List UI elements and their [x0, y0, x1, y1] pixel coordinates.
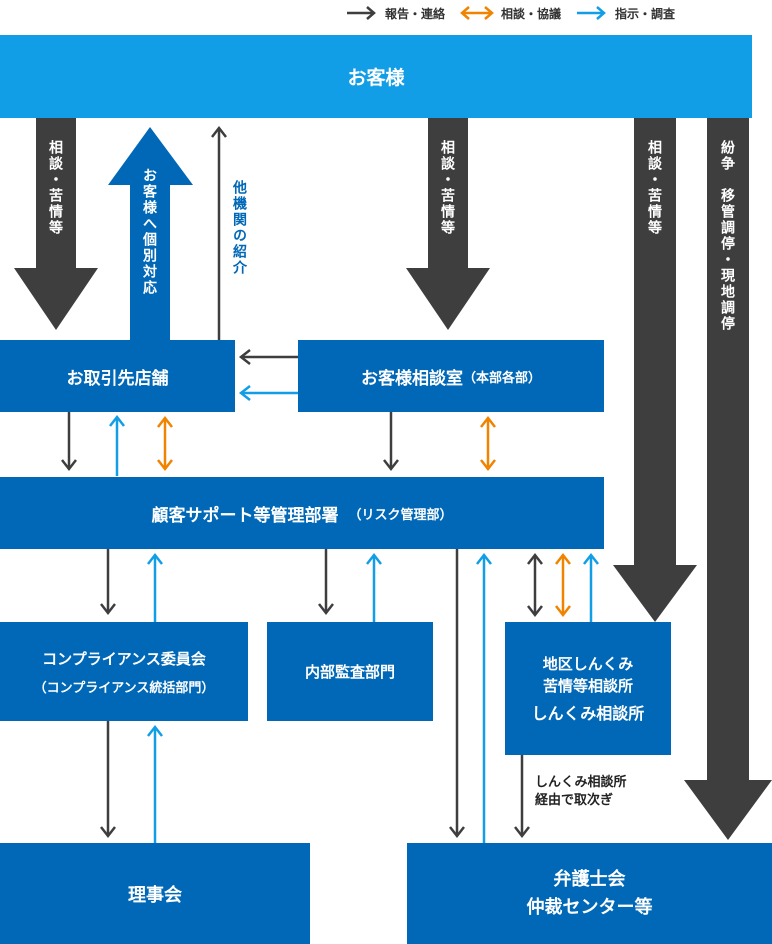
- legend-report: 報告・連絡: [345, 5, 445, 22]
- arrow-label-other: 他機関の紹介: [231, 180, 247, 276]
- support-dept-box: 顧客サポート等管理部署 （リスク管理部）: [0, 477, 604, 549]
- big-arrow-consult-1: [14, 118, 98, 330]
- bar-assoc-line-1: 弁護士会: [553, 868, 626, 890]
- via-shinkumi-line-2: 経由で取次ぎ: [535, 793, 614, 808]
- legend-instruct: 指示・調査: [575, 5, 675, 22]
- legend-report-label: 報告・連絡: [385, 6, 446, 21]
- orange-double-arrow-icon: [460, 6, 494, 20]
- compliance-label: コンプライアンス委員会: [42, 649, 206, 668]
- big-arrow-consult-2: [406, 118, 490, 330]
- board-label: 理事会: [128, 884, 182, 906]
- shinkumi-line-2: 苦情等相談所: [542, 676, 633, 695]
- arrow-other-head: [211, 125, 227, 138]
- shinkumi-line-1: 地区しんくみ: [542, 654, 634, 673]
- board-box: 理事会: [0, 843, 310, 944]
- audit-label: 内部監査部門: [304, 663, 395, 681]
- legend-consult-label: 相談・協議: [501, 6, 562, 21]
- light-blue-arrow-icon: [577, 6, 606, 20]
- compliance-sub: （コンプライアンス統括部門）: [33, 680, 215, 696]
- consult-room-box: お客様相談室 （本部各部）: [298, 340, 604, 412]
- branch-box: お取引先店舗: [0, 340, 235, 412]
- arrow-label-consult-2: 相談・苦情等: [439, 140, 455, 236]
- bar-assoc-line-2: 仲裁センター等: [526, 896, 653, 918]
- customer-box: お客様: [0, 35, 752, 118]
- legend: 報告・連絡 相談・協議 指示・調査: [345, 0, 689, 26]
- consult-room-label: お客様相談室: [360, 368, 463, 389]
- shinkumi-line-3: しんくみ相談所: [531, 703, 645, 723]
- legend-instruct-label: 指示・調査: [615, 6, 676, 21]
- big-arrow-individual: [108, 127, 193, 340]
- customer-label: お客様: [347, 67, 405, 89]
- via-shinkumi-note: しんくみ相談所 経由で取次ぎ: [535, 774, 627, 810]
- dark-arrow-icon: [347, 6, 376, 20]
- support-dept-sub: （リスク管理部）: [348, 507, 453, 523]
- arrow-label-individual: お客様へ個別対応: [141, 168, 157, 296]
- bar-assoc-box: 弁護士会 仲裁センター等: [407, 843, 772, 944]
- big-arrow-consult-3: [613, 118, 697, 622]
- arrow-label-consult-3: 相談・苦情等: [646, 140, 662, 236]
- arrow-label-consult-1: 相談・苦情等: [47, 140, 63, 236]
- compliance-box: コンプライアンス委員会 （コンプライアンス統括部門）: [0, 622, 248, 721]
- legend-consult: 相談・協議: [459, 5, 561, 22]
- branch-label: お取引先店舗: [66, 368, 169, 389]
- big-arrow-dispute: [684, 118, 772, 840]
- shinkumi-box: 地区しんくみ 苦情等相談所 しんくみ相談所: [505, 622, 671, 755]
- via-shinkumi-line-1: しんくみ相談所: [535, 775, 627, 790]
- support-dept-label: 顧客サポート等管理部署: [151, 505, 339, 526]
- arrow-label-dispute: 紛争 移管調停・現地調停: [719, 140, 735, 332]
- consult-room-sub: （本部各部）: [462, 370, 541, 386]
- audit-box: 内部監査部門: [267, 622, 433, 721]
